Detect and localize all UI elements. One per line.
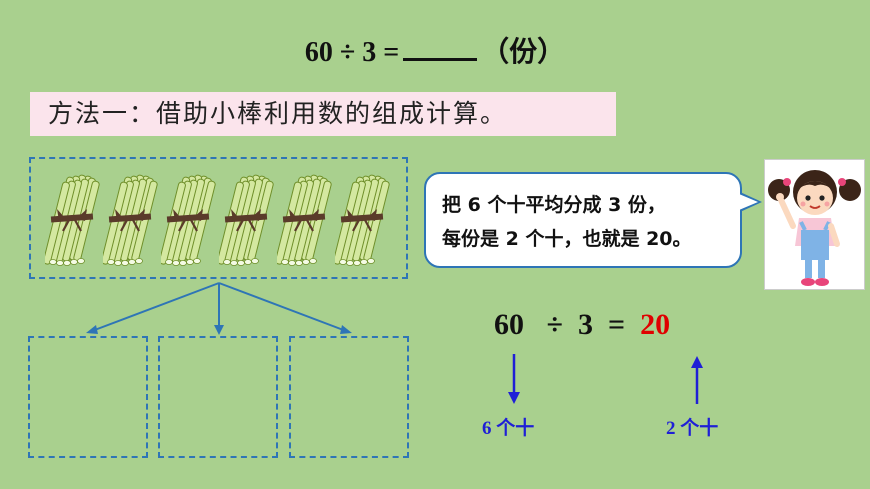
girl-illustration-card — [764, 159, 865, 290]
label-two-tens: 2 个十 — [666, 418, 719, 439]
quotient-answer: 20 — [640, 308, 671, 341]
dividend: 60 — [494, 308, 524, 341]
top-equation-unit: （份） — [481, 37, 566, 68]
answer-blank — [403, 32, 478, 61]
up-arrow-head — [691, 356, 703, 368]
speech-line-2: 每份是 2 个十，也就是 20。 — [442, 228, 692, 250]
speech-line-1: 把 6 个十平均分成 3 份， — [442, 194, 666, 216]
down-arrow-head — [508, 392, 520, 404]
bundle-box — [29, 157, 408, 279]
label-six-tens: 6 个十 — [482, 418, 535, 439]
divisor: 3 — [577, 308, 593, 341]
girl-icon — [768, 170, 861, 286]
method-banner: 方法一：借助小棒利用数的组成计算。 — [30, 92, 616, 136]
top-equation-left: 60 ÷ 3 = — [304, 37, 400, 68]
equals-sign: = — [607, 308, 626, 341]
main-equation: 60 ÷ 3 = 20 — [494, 308, 670, 342]
top-equation: 60 ÷ 3 = （份） — [0, 30, 870, 70]
divide-sign: ÷ — [546, 308, 563, 341]
empty-group-box — [158, 336, 278, 458]
empty-group-box — [289, 336, 409, 458]
speech-bubble: 把 6 个十平均分成 3 份， 每份是 2 个十，也就是 20。 — [424, 172, 762, 268]
empty-group-box — [28, 336, 148, 458]
